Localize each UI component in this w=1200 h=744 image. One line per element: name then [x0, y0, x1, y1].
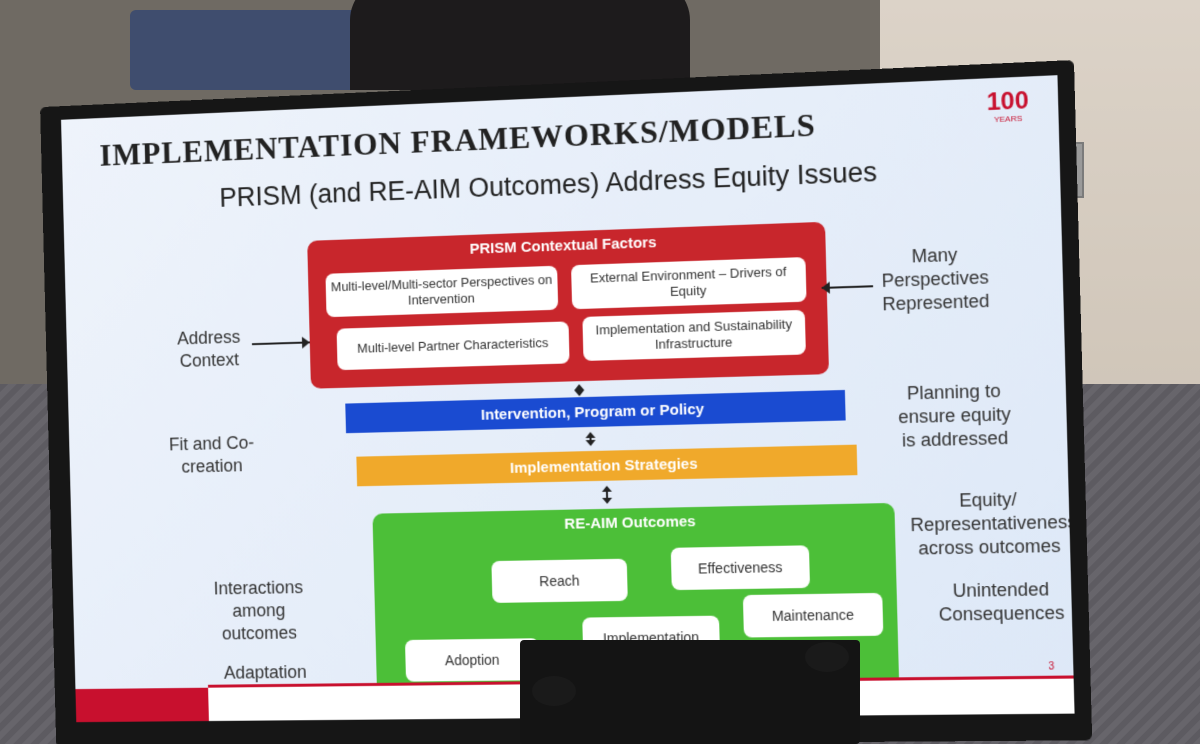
- label-unintended: Unintended Consequences: [938, 578, 1065, 625]
- reaim-title: RE-AIM Outcomes: [564, 513, 696, 533]
- connector-arrow-icon: [605, 486, 609, 503]
- label-adaptation: Adaptation: [223, 662, 307, 683]
- anniversary-logo-icon: 100 YEARS: [978, 86, 1038, 142]
- person: [350, 0, 690, 90]
- label-address-context: Address Context: [176, 326, 241, 371]
- label-equity: Equity/ Representativeness across outcom…: [910, 489, 1075, 559]
- prism-item: External Environment – Drivers of Equity: [571, 257, 807, 310]
- intervention-bar: Intervention, Program or Policy: [345, 389, 846, 434]
- presentation-slide: IMPLEMENTATION FRAMEWORKS/MODELS PRISM (…: [61, 75, 1075, 723]
- monitor-stand: [520, 640, 860, 744]
- page-number: 3: [1048, 661, 1055, 673]
- stand-knob: [805, 642, 849, 672]
- label-perspectives: Many Perspectives Represented: [881, 244, 990, 315]
- label-fit-cocreation: Fit and Co-creation: [168, 432, 255, 477]
- stand-knob: [532, 676, 576, 706]
- chair: [130, 10, 360, 90]
- arrow-left-icon: [821, 285, 874, 289]
- label-planning: Planning to ensure equity is addressed: [897, 380, 1012, 451]
- reaim-item: Maintenance: [742, 592, 884, 638]
- prism-item: Implementation and Sustainability Infras…: [582, 309, 806, 361]
- connector-arrow-icon: [589, 432, 592, 446]
- prism-item: Multi-level Partner Characteristics: [336, 321, 570, 371]
- arrow-right-icon: [251, 341, 310, 346]
- reaim-item: Effectiveness: [670, 545, 811, 591]
- connector-arrow-icon: [578, 385, 581, 396]
- logo-number: 100: [986, 86, 1030, 117]
- slide-subtitle: PRISM (and RE-AIM Outcomes) Address Equi…: [219, 156, 878, 213]
- label-interactions: Interactions among outcomes: [213, 577, 304, 644]
- prism-contextual-factors-box: PRISM Contextual Factors Multi-level/Mul…: [307, 221, 830, 389]
- reaim-item: Reach: [491, 558, 628, 603]
- prism-item: Multi-level/Multi-sector Perspectives on…: [325, 265, 559, 318]
